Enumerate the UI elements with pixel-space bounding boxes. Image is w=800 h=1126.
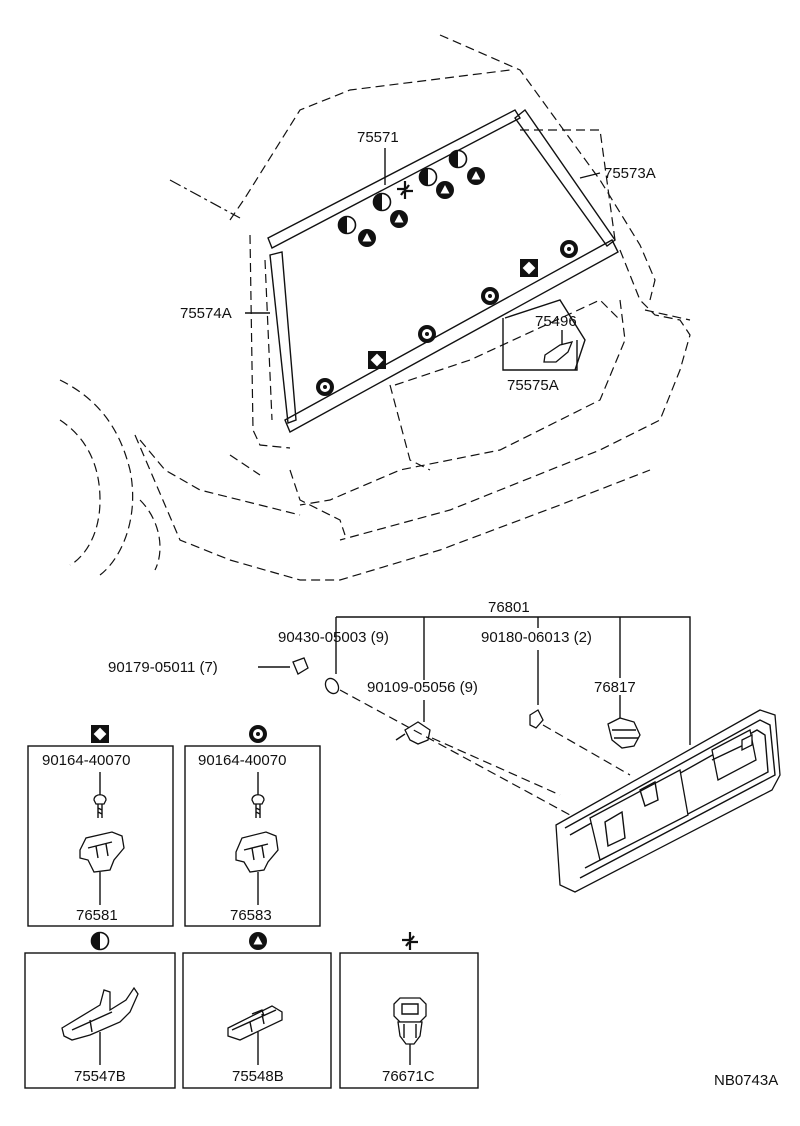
back-door-trim-board bbox=[555, 709, 781, 893]
clip-76817 bbox=[607, 717, 641, 749]
clip-90180 bbox=[529, 709, 544, 729]
detail-box-75548B: 75548B bbox=[182, 932, 332, 1089]
triangle-circle-icon bbox=[358, 229, 376, 247]
label-76801: 76801 bbox=[488, 599, 530, 616]
label-75496: 75496 bbox=[535, 313, 577, 330]
pinwheel-icon bbox=[400, 930, 420, 952]
pinwheel-icon bbox=[395, 179, 415, 201]
detail-box-76583: 90164-40070 76583 bbox=[184, 725, 321, 927]
label-75573A: 75573A bbox=[604, 165, 656, 182]
half-circle-icon bbox=[372, 192, 392, 212]
diagram-code: NB0743A bbox=[714, 1072, 778, 1089]
assembly-dashed-lines bbox=[339, 689, 631, 816]
trim-group-leaders bbox=[258, 616, 691, 745]
half-circle-icon bbox=[448, 149, 468, 169]
square-diamond-icon bbox=[368, 351, 386, 369]
label-75575A: 75575A bbox=[507, 377, 559, 394]
nut-90179 bbox=[292, 657, 309, 675]
side-molding-right bbox=[514, 108, 616, 247]
triangle-circle-icon bbox=[390, 210, 408, 228]
label-76581: 76581 bbox=[76, 907, 118, 924]
clip-75496 bbox=[543, 341, 574, 363]
label-75571: 75571 bbox=[357, 129, 399, 146]
upper-molding bbox=[267, 109, 521, 249]
ring-dot-icon bbox=[249, 725, 267, 743]
ring-dot-icon bbox=[418, 325, 436, 343]
triangle-circle-icon bbox=[436, 181, 454, 199]
label-90179: 90179-05011 (7) bbox=[108, 659, 218, 676]
label-90430: 90430-05003 (9) bbox=[278, 629, 389, 646]
window-clip-symbols bbox=[316, 149, 578, 396]
label-76817: 76817 bbox=[594, 679, 636, 696]
half-circle-icon bbox=[337, 215, 357, 235]
detail-box-75547B: 75547B bbox=[24, 931, 176, 1089]
label-75548B: 75548B bbox=[232, 1068, 284, 1085]
label-76583: 76583 bbox=[230, 907, 272, 924]
upper-leader-lines bbox=[245, 148, 601, 371]
label-75547B: 75547B bbox=[74, 1068, 126, 1085]
ring-dot-icon bbox=[560, 240, 578, 258]
label-75574A: 75574A bbox=[180, 305, 232, 322]
ring-dot-icon bbox=[316, 378, 334, 396]
screw-90109 bbox=[404, 721, 431, 745]
side-molding-left bbox=[269, 251, 297, 424]
square-diamond-icon bbox=[520, 259, 538, 277]
triangle-circle-icon bbox=[467, 167, 485, 185]
half-circle-icon bbox=[90, 931, 110, 951]
washer-90430 bbox=[324, 677, 340, 695]
fastener-parts bbox=[292, 657, 641, 749]
label-90164-a: 90164-40070 bbox=[42, 752, 130, 769]
vehicle-body-outline bbox=[59, 34, 691, 581]
half-circle-icon bbox=[418, 167, 438, 187]
triangle-circle-icon bbox=[249, 932, 267, 950]
lower-molding bbox=[284, 239, 619, 433]
ring-dot-icon bbox=[481, 287, 499, 305]
detail-box-76581: 90164-40070 76581 bbox=[27, 725, 174, 927]
detail-box-76671C: 76671C bbox=[339, 930, 479, 1089]
label-90180: 90180-06013 (2) bbox=[481, 629, 592, 646]
square-diamond-icon bbox=[91, 725, 109, 743]
label-90164-b: 90164-40070 bbox=[198, 752, 286, 769]
label-90109: 90109-05056 (9) bbox=[367, 679, 478, 696]
label-76671C: 76671C bbox=[382, 1068, 435, 1085]
back-window bbox=[267, 108, 619, 433]
